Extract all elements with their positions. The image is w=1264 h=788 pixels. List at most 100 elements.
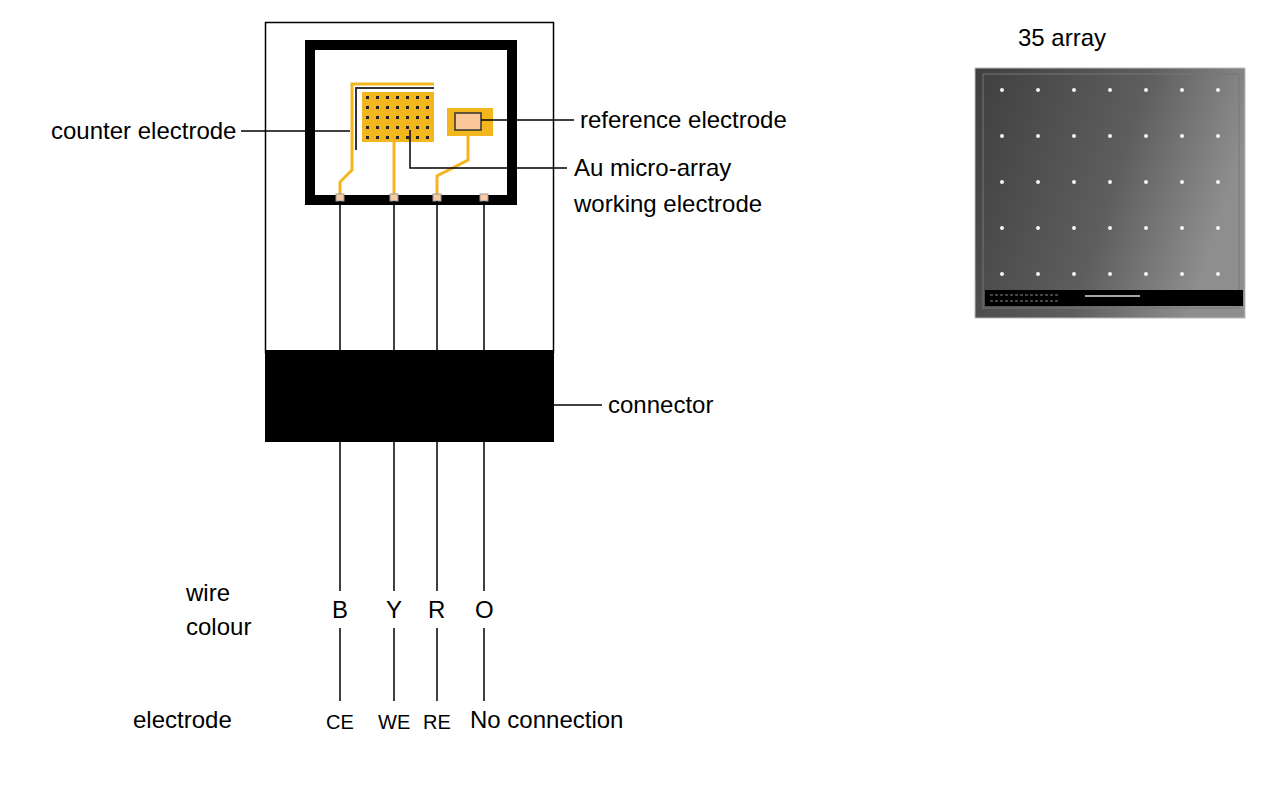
working-electrode-trace — [393, 142, 396, 197]
sem-dot — [1000, 272, 1004, 276]
sem-dot — [1216, 226, 1220, 230]
sem-dot — [1144, 272, 1148, 276]
array-dot — [406, 126, 409, 129]
array-dot — [426, 106, 429, 109]
sem-image — [975, 68, 1245, 318]
callout-label: reference electrode — [580, 106, 787, 134]
array-dot — [396, 96, 399, 99]
array-dot — [386, 106, 389, 109]
sem-dot — [1180, 88, 1184, 92]
array-dot — [426, 136, 429, 139]
sem-dot — [1144, 180, 1148, 184]
micro-array-grid — [362, 92, 434, 142]
sem-dot — [1108, 180, 1112, 184]
wire — [436, 201, 438, 591]
array-dot — [406, 106, 409, 109]
contact-pad — [480, 194, 488, 201]
sem-dot — [1072, 226, 1076, 230]
reference-electrode-pad — [447, 108, 493, 136]
wire — [436, 628, 438, 701]
sem-dot — [1180, 180, 1184, 184]
array-dot — [416, 126, 419, 129]
sem-dot — [1108, 226, 1112, 230]
contact-pad — [336, 194, 344, 201]
sem-dot — [1108, 134, 1112, 138]
array-dot — [366, 96, 369, 99]
reference-electrode-trace — [437, 136, 468, 197]
sem-dot — [1180, 134, 1184, 138]
array-dot — [396, 126, 399, 129]
micro-array-dots — [366, 96, 429, 139]
wire — [339, 201, 341, 591]
sem-scale-bar — [1085, 295, 1140, 297]
leader-line — [554, 404, 602, 406]
array-dot — [396, 116, 399, 119]
sem-info-marks — [990, 301, 1060, 302]
array-dot — [366, 126, 369, 129]
sem-dot — [1072, 134, 1076, 138]
sem-dot — [1000, 226, 1004, 230]
array-dot — [416, 96, 419, 99]
wire — [393, 628, 395, 701]
leader-line — [410, 130, 567, 168]
wire — [483, 201, 485, 591]
wire-colour-letter: O — [475, 596, 494, 624]
sem-image-field — [983, 74, 1239, 308]
array-dot — [386, 96, 389, 99]
sem-dot — [1036, 134, 1040, 138]
image-title: 35 array — [1018, 24, 1106, 52]
sem-dot — [1072, 272, 1076, 276]
connector-block — [265, 350, 554, 442]
sem-dot — [1072, 88, 1076, 92]
sem-dot — [1072, 180, 1076, 184]
array-dot — [386, 126, 389, 129]
counter-electrode-trace — [340, 84, 434, 197]
array-dot — [376, 126, 379, 129]
array-dot — [376, 116, 379, 119]
sem-dot — [1180, 272, 1184, 276]
sem-dot — [1144, 88, 1148, 92]
array-dot — [396, 106, 399, 109]
sem-dot — [1036, 180, 1040, 184]
array-dot — [376, 106, 379, 109]
wire — [393, 201, 395, 591]
array-dot — [426, 116, 429, 119]
array-dot — [406, 116, 409, 119]
array-dot — [416, 136, 419, 139]
array-dot — [426, 96, 429, 99]
sem-dot — [1216, 88, 1220, 92]
reference-electrode-window — [455, 113, 481, 130]
array-dot — [416, 116, 419, 119]
electrode-label: CE — [326, 708, 354, 736]
contact-pad — [390, 194, 398, 201]
callout-label: connector — [608, 391, 713, 419]
array-dot — [366, 116, 369, 119]
sem-dot — [1000, 134, 1004, 138]
sem-dot — [1216, 180, 1220, 184]
array-dot — [376, 136, 379, 139]
counter-electrode-edge — [356, 88, 434, 150]
chip-body — [266, 23, 554, 353]
callout-label: counter electrode — [51, 117, 236, 145]
sem-dot — [1216, 272, 1220, 276]
sem-dot — [1144, 226, 1148, 230]
sem-dot — [1216, 134, 1220, 138]
leader-lines — [241, 120, 602, 405]
electrode-label: RE — [423, 708, 451, 736]
sem-info-marks — [990, 295, 1060, 296]
sem-dot — [1036, 272, 1040, 276]
sem-dot — [1036, 88, 1040, 92]
sem-dot — [1108, 88, 1112, 92]
array-dot — [376, 96, 379, 99]
callout-label: Au micro-array working electrode — [574, 150, 789, 222]
sem-dot — [1000, 180, 1004, 184]
wire-colour-letter: Y — [386, 596, 402, 624]
wires — [340, 201, 484, 701]
sem-dot — [1144, 134, 1148, 138]
sem-dot — [1036, 226, 1040, 230]
array-dot — [396, 136, 399, 139]
array-dot — [386, 136, 389, 139]
sem-dot — [1108, 272, 1112, 276]
electrode-label: WE — [378, 708, 410, 736]
array-dot — [416, 106, 419, 109]
